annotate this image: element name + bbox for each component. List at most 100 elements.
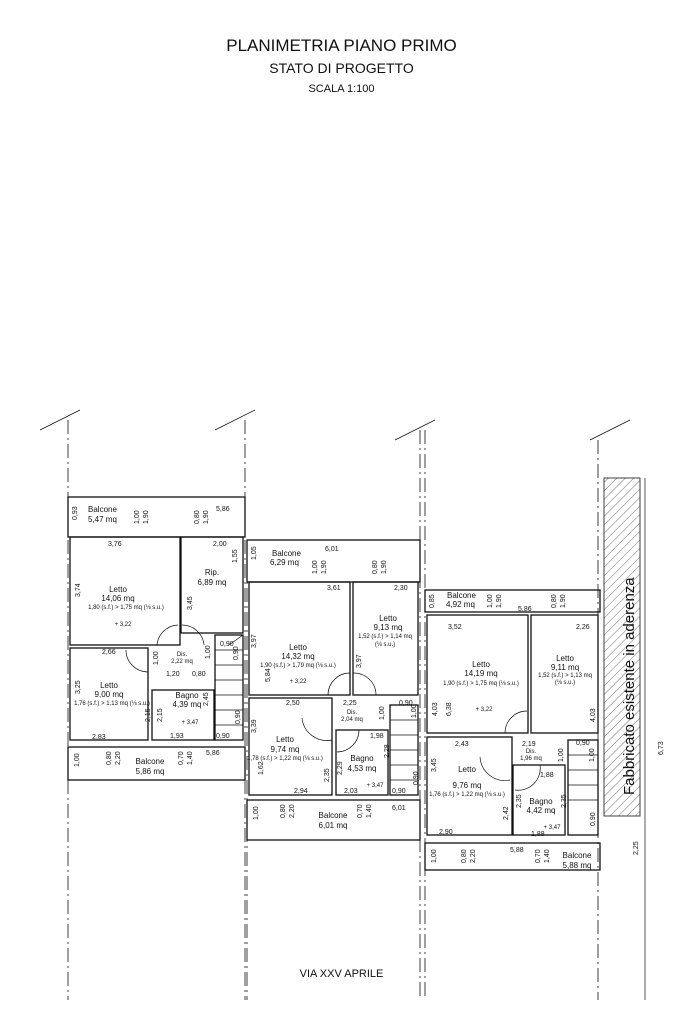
- dimension-label: 0,80: [372, 560, 379, 574]
- dimension-label: 0,90: [233, 646, 240, 660]
- dimension-label: 14,32 mq: [281, 652, 314, 661]
- dimension-label: 1,76 (s.f.) > 1,22 mq (⅛ s.u.): [429, 792, 505, 798]
- dimension-label: + 3,22: [290, 679, 308, 685]
- adjacent-building: Fabbricato esistente in aderenza 6,73 2,…: [603, 477, 665, 1000]
- dimension-label: 9,11 mq: [551, 663, 579, 672]
- dimension-label: 1,05: [251, 546, 258, 560]
- dimension-label: Letto: [289, 643, 307, 652]
- drawing-scale: SCALA 1:100: [308, 83, 375, 95]
- dimension-label: 1,00: [253, 806, 260, 820]
- dimension-label: 5,47 mq: [88, 515, 117, 524]
- dimension-label: 1,00: [74, 753, 81, 767]
- dimension-label: 2,00: [213, 541, 227, 548]
- dimension-label: 14,19 mq: [464, 669, 497, 678]
- dimension-label: 5,86: [518, 606, 532, 613]
- dimension-label: 3,52: [448, 624, 462, 631]
- dimension-label: 0,90: [399, 700, 413, 707]
- dimension-label: 9,76 mq: [453, 781, 482, 790]
- dimension-label: 3,45: [431, 758, 438, 772]
- dimension-label: Fabbricato esistente in aderenza: [621, 577, 638, 795]
- dimension-label: 1,90: [143, 510, 150, 524]
- dimension-label: 3,74: [75, 583, 82, 597]
- dimension-label: 6,01: [325, 546, 339, 553]
- dimension-label: 2,25: [343, 700, 357, 707]
- dimension-label: 1,90 (s.f.) > 1,79 mq (⅛ s.u.): [260, 663, 336, 669]
- dimension-label: 1,00: [589, 748, 596, 762]
- dimension-label: Balcone: [88, 505, 117, 514]
- dimension-label: Letto: [379, 614, 397, 623]
- dimension-label: 4,92 mq: [446, 600, 475, 609]
- dimension-label: 0,70: [535, 849, 542, 863]
- dimension-label: 1,00: [558, 748, 565, 762]
- dimension-label: 0,85: [429, 594, 436, 608]
- dimension-label: 5,86 mq: [136, 767, 165, 776]
- dimension-label: 2,83: [92, 734, 106, 741]
- dimension-label: Bagno: [175, 691, 199, 700]
- dimension-label: 1,00: [312, 560, 319, 574]
- dimension-label: 2,20: [115, 751, 122, 765]
- dimension-label: 2,35: [561, 794, 568, 808]
- dimension-label: 2,30: [394, 585, 408, 592]
- dimension-label: 9,00 mq: [95, 690, 124, 699]
- dimension-label: Balcone: [319, 811, 348, 820]
- dimension-label: 4,03: [590, 708, 597, 722]
- dimension-label: 0,80: [194, 510, 201, 524]
- dimension-label: 0,80: [551, 594, 558, 608]
- dimension-label: 1,90: [496, 594, 503, 608]
- dimension-label: 2,03: [344, 788, 358, 795]
- dimension-label: Balcone: [136, 757, 165, 766]
- dimension-label: 0,80: [106, 751, 113, 765]
- dimension-label: (⅛ s.u.): [375, 642, 395, 648]
- dimension-label: Bagno: [529, 797, 553, 806]
- dimension-label: 2,90: [439, 829, 453, 836]
- dimension-label: 1,90 (s.f.) > 1,75 mq (⅛ s.u.): [443, 681, 519, 687]
- dimension-label: 1,90: [560, 594, 567, 608]
- dimension-label: 1,40: [187, 751, 194, 765]
- dimension-label: 1,00: [153, 651, 160, 665]
- dimension-label: 3,39: [251, 719, 258, 733]
- dimension-label: 0,93: [72, 506, 79, 520]
- dimension-label: 1,00: [487, 594, 494, 608]
- dimension-label: 0,90: [220, 641, 234, 648]
- dimension-label: 0,90: [576, 740, 590, 747]
- dimension-label: 2,66: [102, 649, 116, 656]
- dimension-label: 2,29: [337, 761, 344, 775]
- dimension-label: 2,26: [576, 624, 590, 631]
- dimension-label: 3,25: [75, 680, 82, 694]
- dimension-label: Dis.: [526, 749, 537, 755]
- dimension-label: + 3,22: [115, 622, 133, 628]
- drawing-title: PLANIMETRIA PIANO PRIMO: [226, 36, 457, 55]
- dimension-label: 0,70: [357, 804, 364, 818]
- dimension-label: 1,90: [321, 560, 328, 574]
- dimension-label: 0,70: [178, 751, 185, 765]
- dimension-label: 0,90: [590, 812, 597, 826]
- dimension-label: 1,93: [170, 733, 184, 740]
- dimension-label: 2,35: [324, 768, 331, 782]
- dimension-label: 2,50: [286, 700, 300, 707]
- dimension-label: 1,00: [205, 645, 212, 659]
- dimension-label: 2,15: [157, 708, 164, 722]
- dimension-label: 1,52 (s.f.) > 1,13 mq: [538, 673, 592, 679]
- dimension-label: 1,90: [203, 510, 210, 524]
- dimension-label: 5,88: [510, 847, 524, 854]
- dimension-label: 2,45: [203, 692, 210, 706]
- dimension-label: 1,00: [379, 706, 386, 720]
- unit-1: 0,93 Balcone 5,47 mq 1,00 1,90 0,80 1,90…: [67, 496, 246, 781]
- dimension-label: 5,86: [206, 750, 220, 757]
- dimension-label: 3,97: [251, 634, 258, 648]
- dimension-label: 2,19: [522, 741, 536, 748]
- dimension-label: 1,76 (s.f.) > 1,13 mq (⅛ s.u.): [74, 701, 150, 707]
- dimension-label: 2,20: [289, 804, 296, 818]
- dimension-label: Letto: [458, 765, 476, 774]
- dimension-label: Letto: [276, 735, 294, 744]
- dimension-label: 1,00: [431, 849, 438, 863]
- dimension-label: 1,55: [232, 549, 239, 563]
- dimension-label: 2,22 mq: [171, 659, 193, 665]
- dimension-label: + 3,47: [544, 825, 562, 831]
- dimension-label: Bagno: [350, 754, 374, 763]
- dimension-label: 9,13 mq: [374, 623, 403, 632]
- dimension-label: 3,76: [108, 541, 122, 548]
- dimension-label: + 3,47: [182, 720, 200, 726]
- dimension-label: 1,90: [381, 560, 388, 574]
- dimension-label: Dis.: [347, 710, 358, 716]
